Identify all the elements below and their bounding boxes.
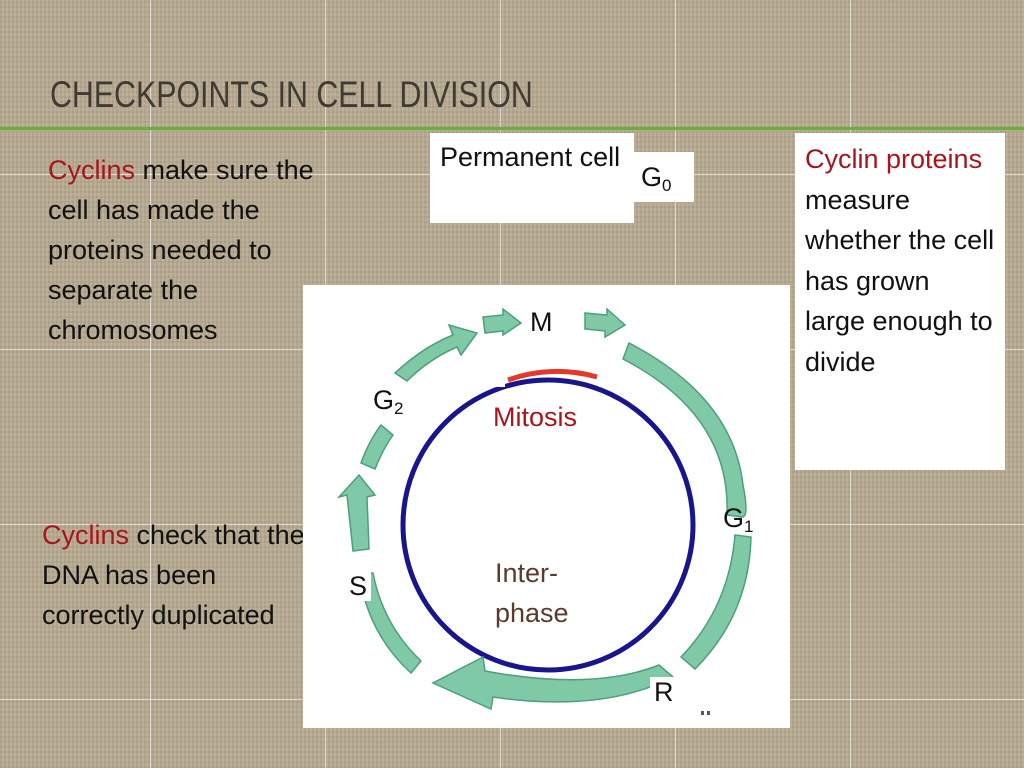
label-interphase: Inter- phase — [495, 558, 569, 628]
slide-title: CHECKPOINTS IN CELL DIVISION — [50, 74, 533, 115]
interphase-ring — [400, 377, 696, 673]
arrow-lower-left — [358, 572, 423, 675]
cell-cycle-svg — [336, 307, 752, 715]
arrow-g2-m — [393, 323, 479, 382]
arrow-m-left — [482, 307, 523, 337]
arrow-g1-r — [679, 534, 752, 671]
arrow-left-upper — [360, 423, 395, 470]
g0-box: G0 — [634, 152, 694, 202]
arrow-m-g1 — [622, 341, 747, 518]
permanent-cell-label: Permanent cell — [440, 142, 621, 172]
g0-label: G0 — [641, 162, 672, 195]
note-text: make sure the cell has made the proteins… — [48, 155, 314, 345]
arrow-s-g2 — [336, 473, 377, 552]
note-text: check that the DNA has been correctly du… — [42, 520, 305, 630]
label-mitosis: Mitosis — [493, 402, 578, 432]
note-text: measure whether the cell has grown large… — [805, 184, 995, 377]
label-m: M — [526, 307, 557, 337]
arrow-m-right — [584, 307, 627, 339]
cell-cycle-diagram: M G2 G1 S R Mitosis Inter- phase — [303, 285, 790, 728]
mitosis-arc — [507, 368, 598, 383]
permanent-cell-box: Permanent cell — [430, 133, 634, 223]
note-highlight: Cyclins — [42, 520, 130, 550]
label-r: R — [650, 677, 678, 707]
note-highlight: Cyclins — [48, 155, 136, 185]
title-underline — [0, 127, 1024, 130]
label-s: S — [345, 571, 372, 601]
label-g2: G2 — [369, 385, 408, 417]
note-cyclins-proteins: Cyclins make sure the cell has made the … — [48, 150, 358, 350]
cycle-arrows — [336, 307, 752, 711]
note-cyclin-proteins: Cyclin proteins measure whether the cell… — [795, 133, 1005, 470]
arrow-r-s — [431, 655, 675, 711]
note-cyclins-dna: Cyclins check that the DNA has been corr… — [42, 515, 312, 635]
label-g1: G1 — [723, 503, 754, 536]
note-highlight: Cyclin proteins — [805, 144, 983, 174]
